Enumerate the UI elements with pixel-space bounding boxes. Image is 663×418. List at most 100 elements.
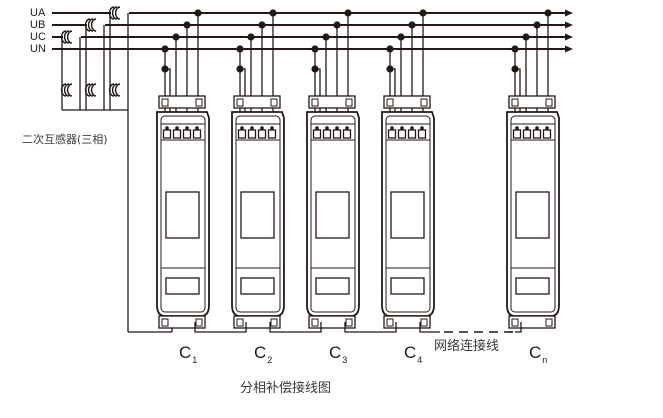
terminal-icon [237, 129, 247, 139]
terminal-screw [236, 98, 244, 107]
module-label-3: C3 [329, 343, 347, 365]
coil-mask [111, 6, 129, 20]
terminal-dot [250, 126, 254, 130]
junction-dot [419, 9, 427, 17]
terminal-screw [195, 318, 203, 327]
terminal-screw [345, 98, 353, 107]
network-wire [515, 322, 522, 333]
junction-dot [269, 9, 277, 17]
top-terminal-block [383, 95, 431, 109]
module-inner [310, 115, 356, 313]
junction-dot [333, 21, 341, 29]
network-wire [419, 322, 440, 333]
terminal-screw [386, 318, 394, 327]
terminal-screw [420, 98, 428, 107]
junction-dot [511, 45, 519, 53]
junction-dot [408, 21, 416, 29]
capacitor-module-5 [506, 9, 560, 329]
terminal-screw [545, 318, 553, 327]
terminal-dot [260, 126, 264, 130]
terminal-dot [515, 126, 519, 130]
ct-bottom-coil-icon [60, 83, 73, 97]
module-inner [160, 115, 206, 313]
terminal-dot [315, 126, 319, 130]
coil-turn [111, 6, 118, 20]
display-window [315, 191, 350, 239]
terminal-screw [311, 318, 319, 327]
terminal-screw [420, 318, 428, 327]
junction-dot [183, 21, 191, 29]
ct-bottom-coil-icon [108, 83, 121, 97]
arrow-icon [565, 45, 573, 53]
network-wire [269, 322, 322, 333]
label-window [315, 277, 350, 295]
terminal-dot [400, 126, 404, 130]
ct-label: 二次互感器(三相) [22, 132, 108, 146]
phase-label-ub: UB [30, 19, 45, 31]
top-terminal-block [233, 95, 281, 109]
display-window [240, 191, 275, 239]
coil-turn [114, 83, 121, 97]
terminal-dot [240, 126, 244, 130]
terminal-icon [247, 129, 257, 139]
bus-lines [52, 9, 573, 53]
terminal-screw [511, 98, 519, 107]
phase-label-uc: UC [30, 31, 46, 43]
terminal-dot [175, 126, 179, 130]
coil-mask [63, 30, 81, 44]
network-wire [344, 322, 397, 333]
terminal-dot [185, 126, 189, 130]
top-terminal-block [158, 95, 206, 109]
label-window [165, 277, 200, 295]
terminal-icon [342, 129, 352, 139]
module-label-5: Cn [529, 343, 547, 365]
terminal-icon [332, 129, 342, 139]
terminal-icon [192, 129, 202, 139]
coil-turn [66, 30, 73, 44]
terminal-icon [162, 129, 172, 139]
terminal-icon [182, 129, 192, 139]
junction-dot [161, 45, 169, 53]
junction-dot [194, 9, 202, 17]
terminal-screw [161, 318, 169, 327]
terminal-dot [410, 126, 414, 130]
top-terminal-block [508, 95, 556, 109]
terminal-icon [512, 129, 522, 139]
coil-turn [66, 83, 73, 97]
network-wire [194, 322, 247, 333]
module-label-subscript: 4 [417, 355, 422, 365]
junction-dot [236, 45, 244, 53]
terminal-screw [236, 318, 244, 327]
terminal-screw [270, 98, 278, 107]
module-inner [510, 115, 556, 313]
coil-turn [90, 83, 97, 97]
terminal-icon [542, 129, 552, 139]
network-connection [194, 322, 522, 333]
top-terminal-block [308, 95, 356, 109]
capacitor-module-3 [306, 9, 360, 329]
terminal-screw [195, 98, 203, 107]
terminal-icon [387, 129, 397, 139]
coil-turn [87, 83, 94, 97]
junction-dot [172, 33, 180, 41]
capacitor-module-2 [231, 9, 285, 329]
arrow-icon [565, 9, 573, 17]
coil-turn [90, 18, 97, 32]
terminal-icon [522, 129, 532, 139]
arrow-icon [565, 21, 573, 29]
display-window [165, 191, 200, 239]
module-label-subscript: n [542, 355, 547, 365]
terminal-dot [420, 126, 424, 130]
module-label-1: C1 [179, 343, 197, 365]
terminal-screw [386, 98, 394, 107]
terminal-dot [525, 126, 529, 130]
terminal-icon [407, 129, 417, 139]
ct-bottom-coil-icon [84, 83, 97, 97]
module-inner [385, 115, 431, 313]
bottom-terminal-block [158, 315, 206, 329]
terminal-icon [532, 129, 542, 139]
junction-dot [397, 33, 405, 41]
coil-turn [114, 6, 121, 20]
network-line-label: 网络连接线 [434, 338, 499, 354]
terminal-dot [390, 126, 394, 130]
